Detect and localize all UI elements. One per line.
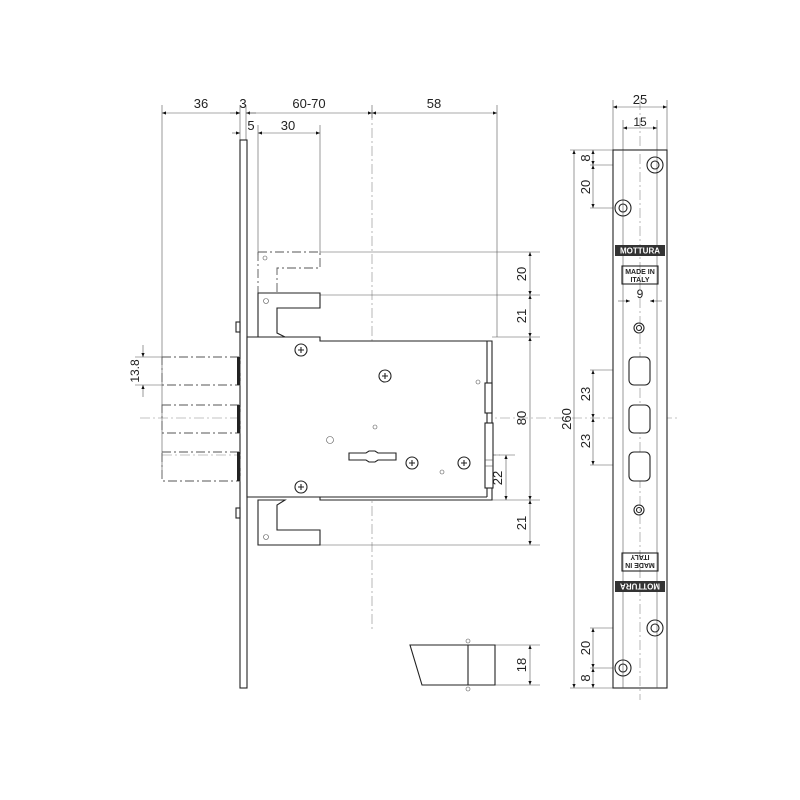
origin-line2: ITALY bbox=[630, 277, 649, 284]
dim-20-top: 20 bbox=[578, 180, 593, 194]
front-view: 25 15 260 8 20 23 23 9 20 8 bbox=[559, 92, 668, 700]
strike-piece bbox=[409, 644, 496, 686]
dim-8-top: 8 bbox=[578, 154, 593, 161]
side-view: 36 3 60-70 58 5 30 bbox=[128, 96, 680, 692]
extension-lines bbox=[135, 105, 540, 686]
dim-8-bottom: 8 bbox=[578, 674, 593, 681]
dim-60-70: 60-70 bbox=[292, 96, 325, 111]
dim-23-upper: 23 bbox=[578, 387, 593, 401]
dim-36: 36 bbox=[194, 96, 208, 111]
brand-text: MOTTURA bbox=[620, 247, 660, 256]
keyhole bbox=[348, 450, 397, 463]
screw-icons bbox=[294, 343, 471, 494]
bolt-slots bbox=[628, 356, 651, 482]
dim-30: 30 bbox=[281, 118, 295, 133]
dim-3: 3 bbox=[239, 96, 246, 111]
dim-21-lower: 21 bbox=[514, 516, 529, 530]
dim-21-upper: 21 bbox=[514, 309, 529, 323]
upper-bracket bbox=[257, 292, 321, 338]
dim-5: 5 bbox=[247, 118, 254, 133]
bracket-alt-position bbox=[258, 251, 321, 300]
origin-line1-inverted: MADE IN bbox=[625, 561, 655, 568]
dim-23-lower: 23 bbox=[578, 434, 593, 448]
dim-20: 20 bbox=[514, 267, 529, 281]
dim-13-8: 13.8 bbox=[128, 359, 142, 383]
lock-case bbox=[246, 336, 493, 501]
top-dimensions: 36 3 60-70 58 5 30 bbox=[162, 96, 497, 135]
dim-18: 18 bbox=[514, 658, 529, 672]
dim-260: 260 bbox=[559, 408, 574, 430]
dim-22: 22 bbox=[490, 471, 505, 485]
brand-label-top: MOTTURA MADE IN ITALY bbox=[615, 245, 665, 285]
dim-20-bottom: 20 bbox=[578, 641, 593, 655]
dim-58: 58 bbox=[427, 96, 441, 111]
dim-25: 25 bbox=[633, 92, 647, 107]
brand-label-bottom: MOTTURA MADE IN ITALY bbox=[615, 552, 665, 592]
latch-mechanism bbox=[484, 382, 493, 414]
faceplate-side bbox=[239, 139, 248, 689]
bolts bbox=[161, 356, 241, 482]
lower-bracket bbox=[257, 499, 321, 546]
mounting-holes bbox=[614, 156, 664, 677]
dim-15: 15 bbox=[633, 115, 647, 129]
brand-text-inverted: MOTTURA bbox=[620, 582, 660, 591]
dim-9: 9 bbox=[637, 287, 644, 301]
origin-line1: MADE IN bbox=[625, 269, 655, 276]
dim-80: 80 bbox=[514, 411, 529, 425]
right-dimensions: 20 21 80 21 22 bbox=[490, 252, 532, 545]
origin-line2-inverted: ITALY bbox=[630, 553, 649, 560]
